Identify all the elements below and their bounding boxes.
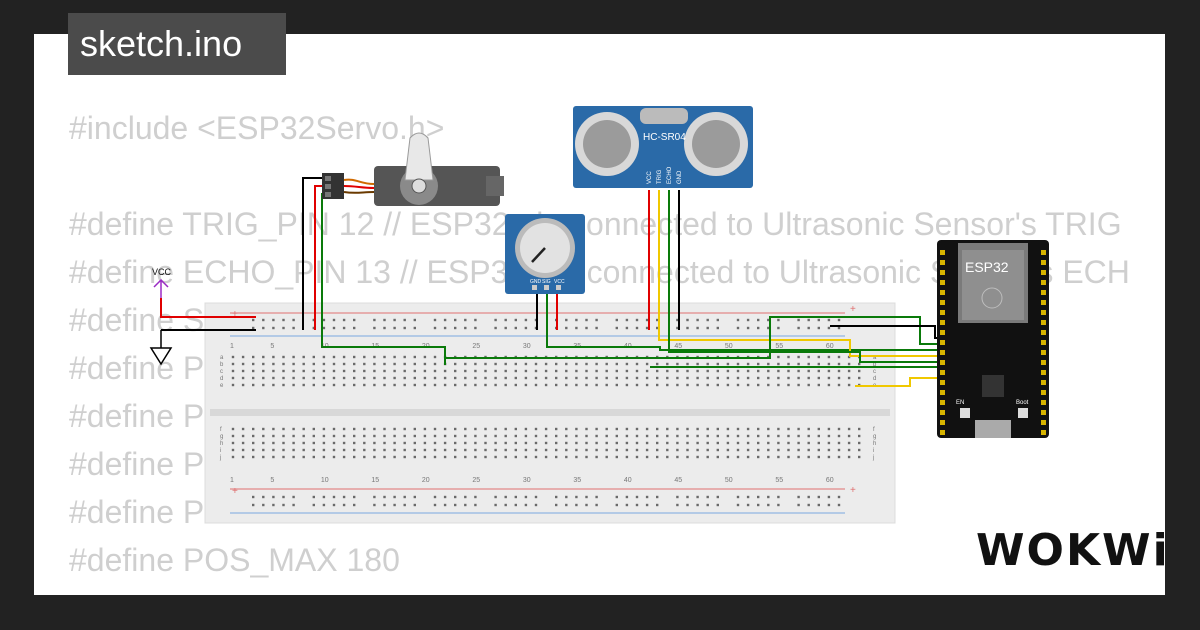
code-line: #define P [69,446,205,482]
code-line: #include <ESP32Servo.h> [69,110,445,146]
row-letter: h [220,441,223,447]
row-letter: c [220,369,223,375]
ground-symbol [149,330,173,366]
column-number: 55 [775,343,783,350]
column-number: 50 [725,343,733,350]
code-line: #define TRIG_PIN 12 // ESP32 pin connect… [69,206,1122,242]
column-number: 60 [826,477,834,484]
code-line: #define POS_MAX 180 [69,542,400,578]
row-letter: b [220,362,224,368]
row-letter: i [220,448,221,454]
file-tab[interactable]: sketch.ino [68,13,286,75]
row-letter: j [872,455,874,461]
column-number: 5 [270,477,274,484]
row-letter: a [873,355,877,361]
ultrasonic-pin-label: ECHO [667,166,673,184]
column-number: 60 [826,343,834,350]
code-editor-preview: #include <ESP32Servo.h> #define TRIG_PIN … [69,104,1131,595]
potentiometer-pin-label: SIG [542,279,551,285]
svg-text:+: + [850,485,856,496]
column-number: 1 [230,477,234,484]
row-letter: f [220,427,222,433]
column-number: 30 [523,477,531,484]
esp32-board: ESP32 EN Boot [937,240,1049,438]
vcc-symbol: VCC [152,267,172,298]
column-number: 50 [725,477,733,484]
column-number: 40 [624,477,632,484]
ultrasonic-pin-label: VCC [647,171,653,184]
row-letter: c [873,369,876,375]
row-letter: g [220,434,223,440]
column-number: 15 [371,477,379,484]
breadboard-holes [231,318,861,507]
svg-text:EN: EN [956,400,964,406]
ultrasonic-pin-label: TRIG [657,169,663,184]
row-letter: d [873,376,876,382]
column-number: 25 [472,477,480,484]
column-number: 30 [523,343,531,350]
svg-text:ESP32: ESP32 [965,259,1009,275]
ultrasonic-pin-labels: VCC TRIG ECHO GND [647,166,683,184]
svg-text:+: + [232,486,238,497]
column-number: 25 [472,343,480,350]
svg-text:+: + [850,304,856,315]
column-number: 1 [230,343,234,350]
row-letter: h [873,441,876,447]
potentiometer-pin-label: GND [530,279,542,285]
row-letter: b [873,362,877,368]
svg-text:VCC: VCC [152,267,172,277]
row-letter: d [220,376,223,382]
column-number: 35 [573,477,581,484]
row-letter: g [873,434,876,440]
ultrasonic-sensor: HC-SR04 VCC TRIG ECHO GND [573,106,753,188]
column-number: 45 [674,477,682,484]
esp32-pins [940,250,1046,435]
row-letter: f [873,427,875,433]
rail-plus-top: + [232,309,238,320]
potentiometer-pin-label: VCC [554,279,565,285]
ultrasonic-pin-label: GND [677,170,683,184]
row-letter: a [220,355,224,361]
svg-text:HC-SR04: HC-SR04 [643,132,686,143]
wires [160,177,944,387]
row-letter: e [220,383,224,389]
row-letter: j [219,455,221,461]
column-number: 45 [674,343,682,350]
code-line: #define P [69,494,205,530]
column-number: 20 [422,477,430,484]
code-line: #define PROX_MAX_CM 50.0 [69,584,1131,595]
row-letter: i [873,448,874,454]
servo-motor [322,132,504,206]
column-number: 10 [321,477,329,484]
column-number: 5 [270,343,274,350]
wokwi-logo: WOKWi [976,525,1170,576]
svg-text:Boot: Boot [1016,400,1029,406]
column-number: 55 [775,477,783,484]
code-line: #define P [69,398,205,434]
